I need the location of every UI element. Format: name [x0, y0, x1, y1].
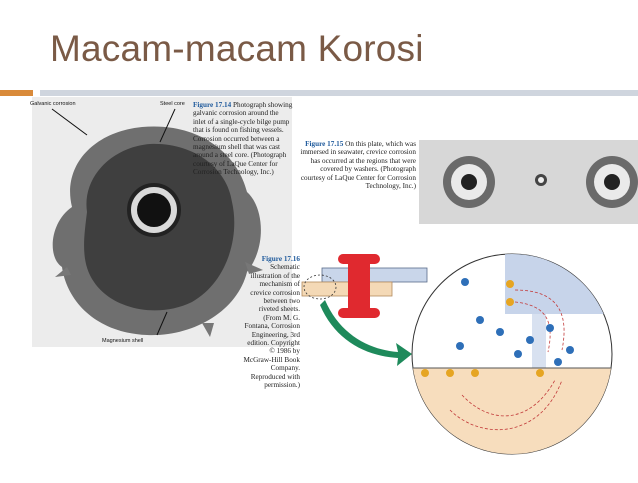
- label-galvanic-corrosion: Galvanic corrosion: [30, 101, 76, 107]
- fig14-caption: Figure 17.14 Photograph showing galvanic…: [193, 101, 293, 177]
- fig15-number: Figure 17.15: [305, 140, 344, 148]
- fig15-caption-text: On this plate, which was immersed in sea…: [300, 140, 416, 191]
- fig15-caption: Figure 17.15 On this plate, which was im…: [296, 140, 416, 190]
- fig14-number: Figure 17.14: [193, 101, 232, 109]
- label-magnesium-shell: Magnesium shell: [102, 338, 144, 344]
- crevice-mechanism-schematic: [300, 250, 638, 478]
- crevice-corrosion-plate-photo: [419, 140, 638, 224]
- fig16-number: Figure 17.16: [261, 255, 300, 263]
- fig16-caption-text: Schematic illustration of the mechanism …: [243, 263, 301, 390]
- label-steel-core: Steel core: [160, 101, 185, 107]
- galvanic-corrosion-photo: Galvanic corrosion Steel core Magnesium …: [30, 97, 292, 347]
- slide-title: Macam-macam Korosi: [50, 28, 424, 69]
- fig14-caption-text: Photograph showing galvanic corrosion ar…: [193, 101, 293, 177]
- title-accent-bar: [0, 90, 33, 96]
- fig16-caption: Figure 17.16 Schematic illustration of t…: [242, 255, 301, 390]
- title-divider: [40, 90, 638, 96]
